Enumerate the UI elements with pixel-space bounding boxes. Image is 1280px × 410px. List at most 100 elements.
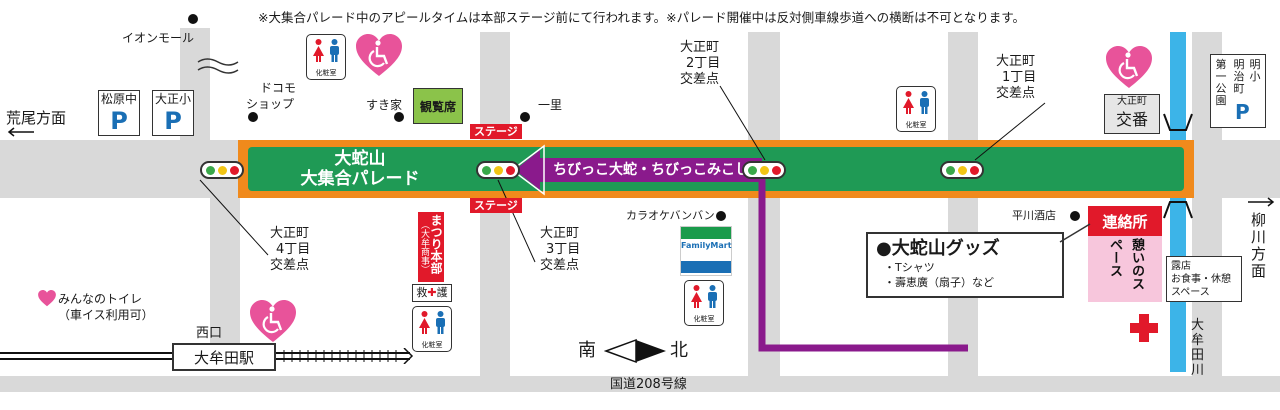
west-exit-label: 西口 <box>196 326 223 341</box>
wheelchair-heart-icon <box>356 34 402 76</box>
roten-line1: 露店 <box>1171 261 1191 272</box>
aeon-label: イオンモール <box>122 31 195 45</box>
taisho1-line1: 大正町 <box>996 54 1036 69</box>
docomo-label-1: ドコモ <box>260 81 297 95</box>
karaoke-marker <box>716 211 726 221</box>
taisho4-line1: 大正町 <box>270 226 310 241</box>
meiji-town-label: 明治町 <box>1233 58 1245 95</box>
docomo-label-2: ショップ <box>246 97 295 111</box>
red-cross-icon: ✚ <box>427 286 437 299</box>
bridge-mark-south <box>1163 201 1193 219</box>
toilet-caption: 化粧室 <box>693 315 715 323</box>
honbu-box: まつり本部 （大牟商事） <box>418 212 444 282</box>
karaoke-label: カラオケバンバン <box>626 209 715 222</box>
parking-icon: P <box>1235 100 1250 124</box>
goods-item-2: ・壽恵廣（扇子）など <box>884 276 994 289</box>
traffic-light-icon <box>742 161 786 179</box>
goods-title: ●大蛇山グッズ <box>876 238 1000 259</box>
parking-matsubara: 松原中 P <box>98 90 140 136</box>
compass-arrow-icon <box>604 338 666 364</box>
yanagawa-direction: 柳川方面 <box>1250 211 1266 280</box>
parade-title-2: 大集合パレード <box>300 169 420 189</box>
taisho3-line1: 大正町 <box>540 226 580 241</box>
familymart-logo: FamilyMart <box>680 226 732 276</box>
parking-icon: P <box>110 107 128 135</box>
red-cross-icon <box>1130 314 1158 342</box>
side-road-4 <box>948 32 978 377</box>
ikoi-label: 憩いのスペース <box>1107 238 1144 290</box>
honbu-sub: （大牟商事） <box>419 220 429 274</box>
toilet-female-icon <box>902 91 914 114</box>
arrow-west-icon <box>7 127 34 137</box>
toilet-male-icon <box>329 39 339 62</box>
kanranseki-label: 観覧席 <box>419 99 456 114</box>
roten-line2: お食事・休憩 <box>1171 274 1231 285</box>
toilet-caption: 化粧室 <box>315 69 337 77</box>
kanranseki-box: 観覧席 <box>413 88 463 124</box>
first-aid-label-2: 護 <box>436 286 448 299</box>
taisho4-line3: 交差点 <box>270 258 310 273</box>
route-208-road <box>0 376 1280 392</box>
road-break-mark <box>197 58 239 74</box>
traffic-light-icon <box>940 161 984 179</box>
roten-line3: スペース <box>1171 287 1210 298</box>
parking-taisho: 大正小 P <box>152 90 194 136</box>
renrakusho-label: 連絡所 <box>1102 212 1148 231</box>
traffic-light-icon <box>476 161 520 179</box>
goods-box: ●大蛇山グッズ ・Tシャツ ・壽恵廣（扇子）など <box>866 232 1064 298</box>
children-route-label: ちびっこ大蛇・ちびっこみこし <box>553 162 749 178</box>
parking-label: 大正小 <box>154 92 191 106</box>
honbu-name: まつり本部 <box>429 214 443 274</box>
accessible-toilet-legend-2: （車イス利用可） <box>58 308 154 322</box>
stage-south: ステージ <box>470 198 522 213</box>
toilet-male-icon <box>435 311 445 334</box>
taisho1-line3: 交差点 <box>996 86 1036 101</box>
taisho1-line2: 1丁目 <box>1002 70 1037 85</box>
daiichi-park-box: 第一公園 明治町 明小 P <box>1210 54 1266 128</box>
toilet-caption: 化粧室 <box>421 341 443 349</box>
first-aid-label: 救 <box>416 286 428 299</box>
compass-north: 北 <box>670 340 688 361</box>
parking-icon: P <box>164 107 182 135</box>
goods-pointer <box>1059 223 1091 243</box>
ichiri-label: 一里 <box>538 98 563 112</box>
koban-area: 大正町 <box>1117 96 1147 107</box>
toilet-female-icon <box>418 311 430 334</box>
toilet-caption: 化粧室 <box>905 121 927 129</box>
daiichi-park-label: 第一公園 <box>1215 58 1227 107</box>
toilet-honbu: 化粧室 <box>412 306 452 352</box>
taisho2-line2: 2丁目 <box>686 56 721 71</box>
renrakusho-box: 連絡所 <box>1088 206 1162 236</box>
traffic-light-icon <box>200 161 244 179</box>
wheelchair-heart-icon <box>250 300 296 342</box>
wheelchair-heart-icon <box>38 290 56 307</box>
taisho4-line2: 4丁目 <box>276 242 311 257</box>
toilet-female-icon <box>690 285 702 308</box>
roten-box: 露店 お食事・休憩 スペース <box>1166 256 1242 302</box>
parade-title-1: 大蛇山 <box>334 149 386 169</box>
first-aid-box: 救✚護 <box>412 284 452 302</box>
omuta-station-label: 大牟田駅 <box>193 348 254 367</box>
taisho2-line1: 大正町 <box>680 40 720 55</box>
notice-text: ※大集合パレード中のアピールタイムは本部ステージ前にて行われます。※パレード開催… <box>258 10 1025 25</box>
taisho2-line3: 交差点 <box>680 72 720 87</box>
ikoi-space: 憩いのスペース <box>1088 236 1162 302</box>
stage-north: ステージ <box>470 124 522 139</box>
docomo-marker <box>248 112 258 122</box>
taisho3-line3: 交差点 <box>540 258 580 273</box>
aeon-marker <box>188 14 198 24</box>
bridge-mark-north <box>1163 113 1193 131</box>
toilet-female-icon <box>312 39 324 62</box>
sukiya-marker <box>394 112 404 122</box>
toilet-familymart: 化粧室 <box>684 280 724 326</box>
route-208-label: 国道208号線 <box>610 377 687 392</box>
accessible-toilet-legend-1: みんなのトイレ <box>58 292 143 306</box>
taisho3-line2: 3丁目 <box>546 242 581 257</box>
wheelchair-heart-icon <box>1106 46 1152 88</box>
arrow-east-icon <box>1248 197 1275 207</box>
familymart-label: FamilyMart <box>681 241 732 250</box>
goods-item-1: ・Tシャツ <box>884 261 935 274</box>
parking-label: 松原中 <box>100 92 137 106</box>
toilet-top-right: 化粧室 <box>896 86 936 132</box>
